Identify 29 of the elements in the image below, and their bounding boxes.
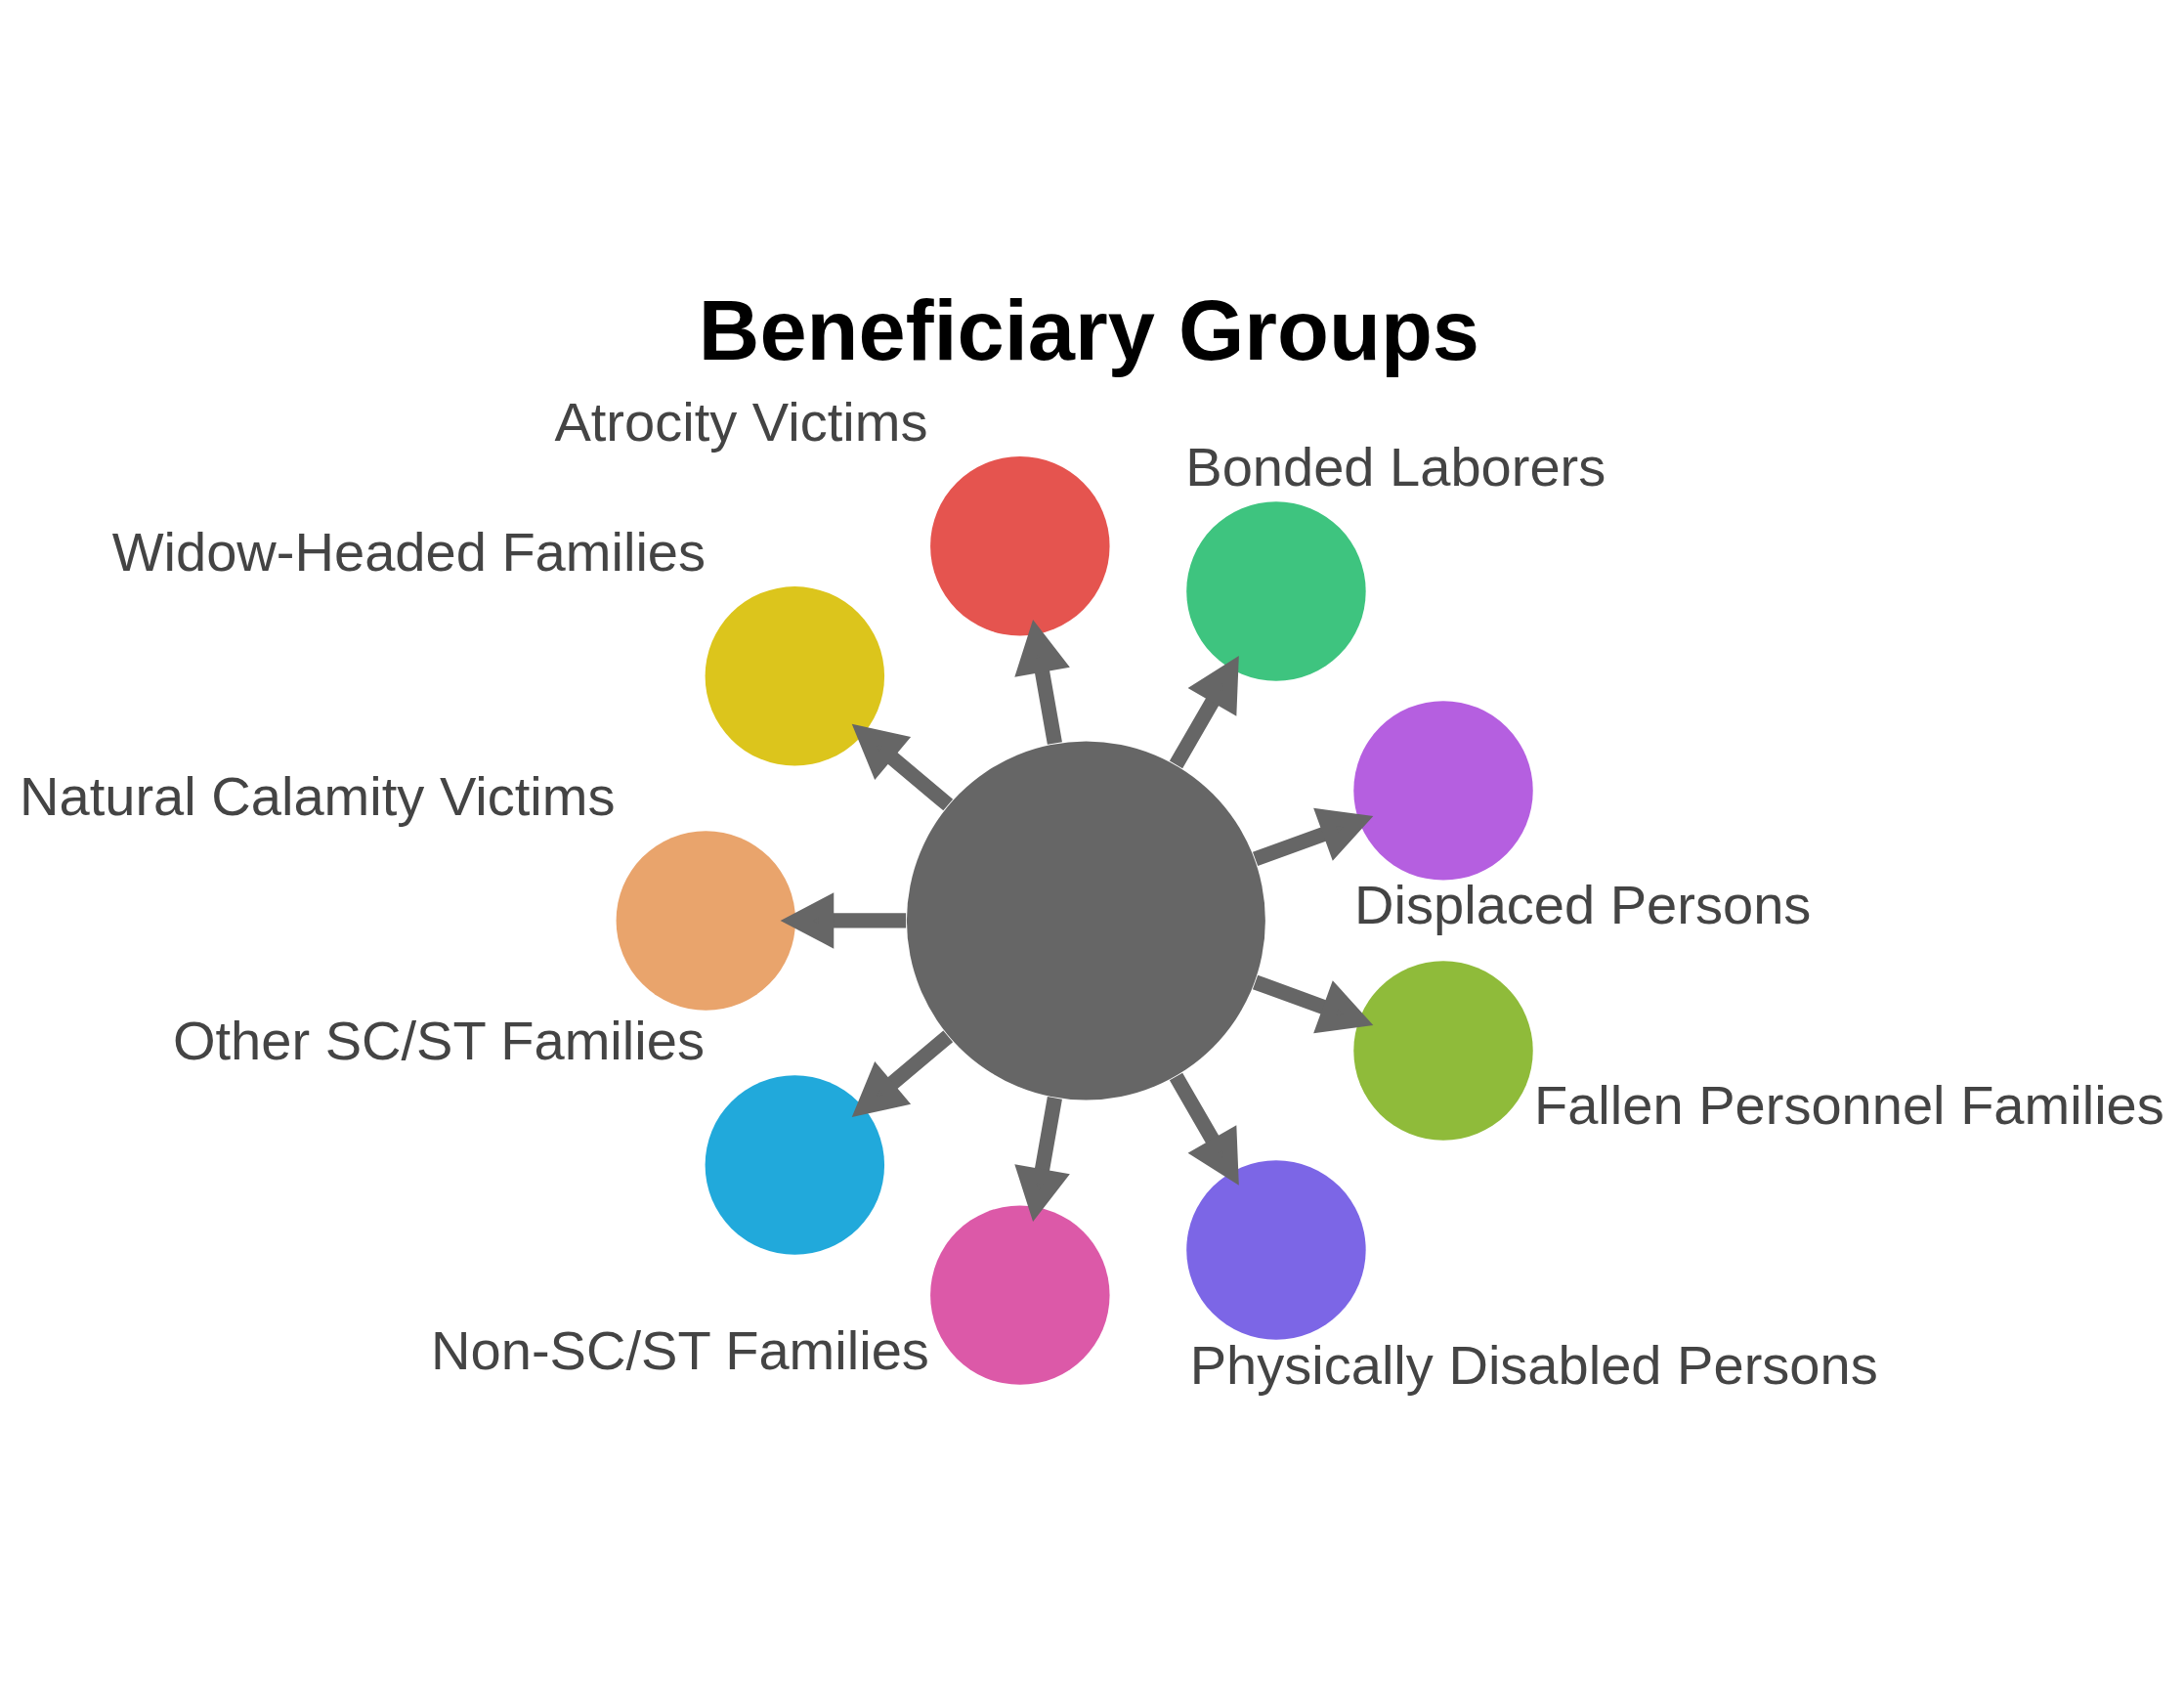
node-label: Physically Disabled Persons [1189, 1333, 1878, 1395]
node-label: Natural Calamity Victims [20, 764, 616, 827]
node-label: Bonded Laborers [1185, 435, 1606, 497]
node-circle [1186, 500, 1366, 681]
node-circle [616, 830, 796, 1011]
arrow [1014, 1096, 1070, 1222]
node-circle [1353, 960, 1533, 1141]
node-label: Displaced Persons [1354, 873, 1812, 935]
arrow [851, 723, 954, 810]
arrow [1169, 1072, 1239, 1186]
node-label: Fallen Personnel Families [1533, 1073, 2164, 1136]
node-label: Other SC/ST Families [172, 1009, 705, 1071]
arrow [780, 891, 907, 949]
node-circle [930, 1204, 1110, 1385]
arrow [1014, 619, 1070, 745]
arrow [1252, 807, 1374, 866]
node-circle [1186, 1159, 1366, 1340]
node-label: Non-SC/ST Families [431, 1318, 929, 1381]
node-circle [705, 1074, 885, 1255]
node-label: Widow-Headed Families [111, 520, 707, 583]
arrow [1169, 655, 1239, 768]
arrow [1252, 974, 1374, 1033]
node-label: Atrocity Victims [554, 390, 928, 453]
arrow [851, 1030, 954, 1117]
diagram-title: Beneficiary Groups [698, 282, 1479, 377]
node-circle [930, 455, 1110, 635]
node-circle [705, 585, 885, 766]
node-circle [906, 740, 1265, 1100]
node-circle [1353, 700, 1533, 881]
